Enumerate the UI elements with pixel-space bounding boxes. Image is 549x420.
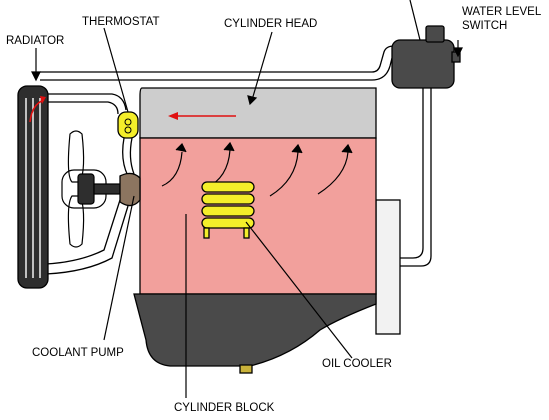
cylinder-head-label: CYLINDER HEAD — [224, 18, 317, 30]
radiator-label: RADIATOR — [6, 35, 64, 47]
oil-cooler — [201, 181, 255, 239]
cylinder-block — [139, 137, 377, 295]
oil-cooler-label: OIL COOLER — [322, 358, 392, 370]
coolant-flow-arrows — [161, 141, 353, 197]
water-level-switch-label-line2: SWITCH — [462, 20, 507, 32]
coolant-pump-label: COOLANT PUMP — [32, 347, 124, 359]
thermostat — [117, 111, 139, 139]
water-level-switch-label-line1: WATER LEVEL — [462, 6, 542, 18]
drain-plug — [239, 364, 253, 374]
oil-pan — [133, 293, 377, 367]
expansion-tank — [391, 25, 461, 89]
side-bracket — [375, 199, 401, 335]
coolant-hoses — [40, 45, 432, 275]
cylinder-head — [139, 87, 377, 139]
leader-lines — [31, 0, 463, 398]
radiator — [17, 85, 49, 289]
cooling-fan — [61, 130, 121, 248]
cylinder-block-label: CYLINDER BLOCK — [174, 402, 275, 414]
thermostat-label: THERMOSTAT — [82, 16, 160, 28]
coolant-pump — [119, 172, 141, 207]
head-flow-arrow — [168, 112, 236, 120]
